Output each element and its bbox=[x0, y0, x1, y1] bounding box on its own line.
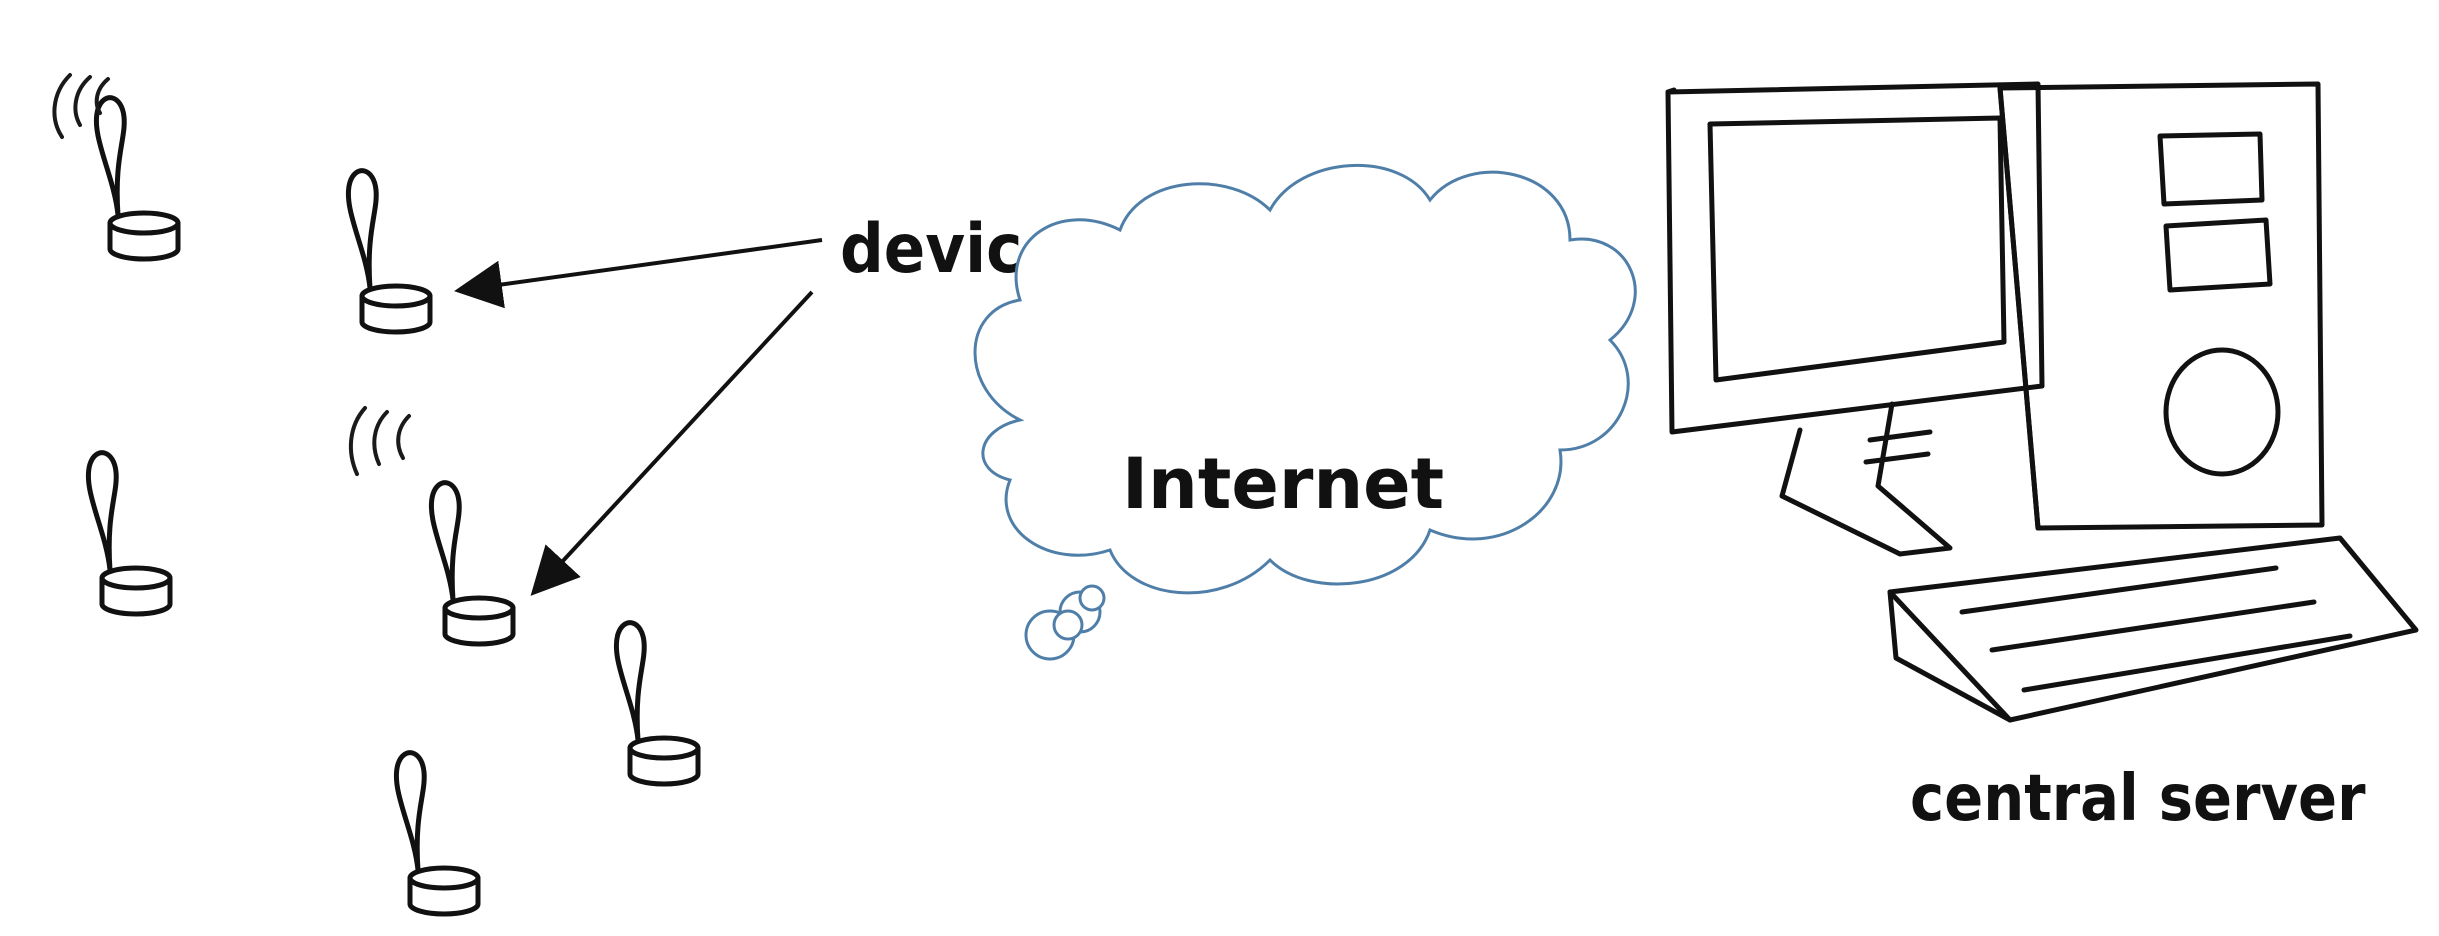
arrow-icon bbox=[530, 290, 814, 596]
wireless-sensor-device-icon bbox=[396, 753, 478, 914]
arrow-icon bbox=[454, 238, 823, 309]
wifi-signal-icon bbox=[348, 406, 411, 476]
wireless-sensor-device-icon bbox=[88, 453, 170, 614]
central-server-label: central server bbox=[1910, 762, 2366, 836]
wireless-sensor-device-icon bbox=[96, 98, 178, 259]
desktop-computer-icon bbox=[1665, 81, 2419, 723]
wireless-sensor-device-icon bbox=[431, 483, 513, 644]
cloud-icon bbox=[973, 163, 1637, 661]
device-group bbox=[52, 73, 698, 914]
wifi-signal-icon bbox=[52, 73, 110, 139]
wireless-sensor-device-icon bbox=[348, 171, 430, 332]
internet-label: Internet bbox=[1122, 443, 1444, 525]
wireless-sensor-device-icon bbox=[616, 623, 698, 784]
